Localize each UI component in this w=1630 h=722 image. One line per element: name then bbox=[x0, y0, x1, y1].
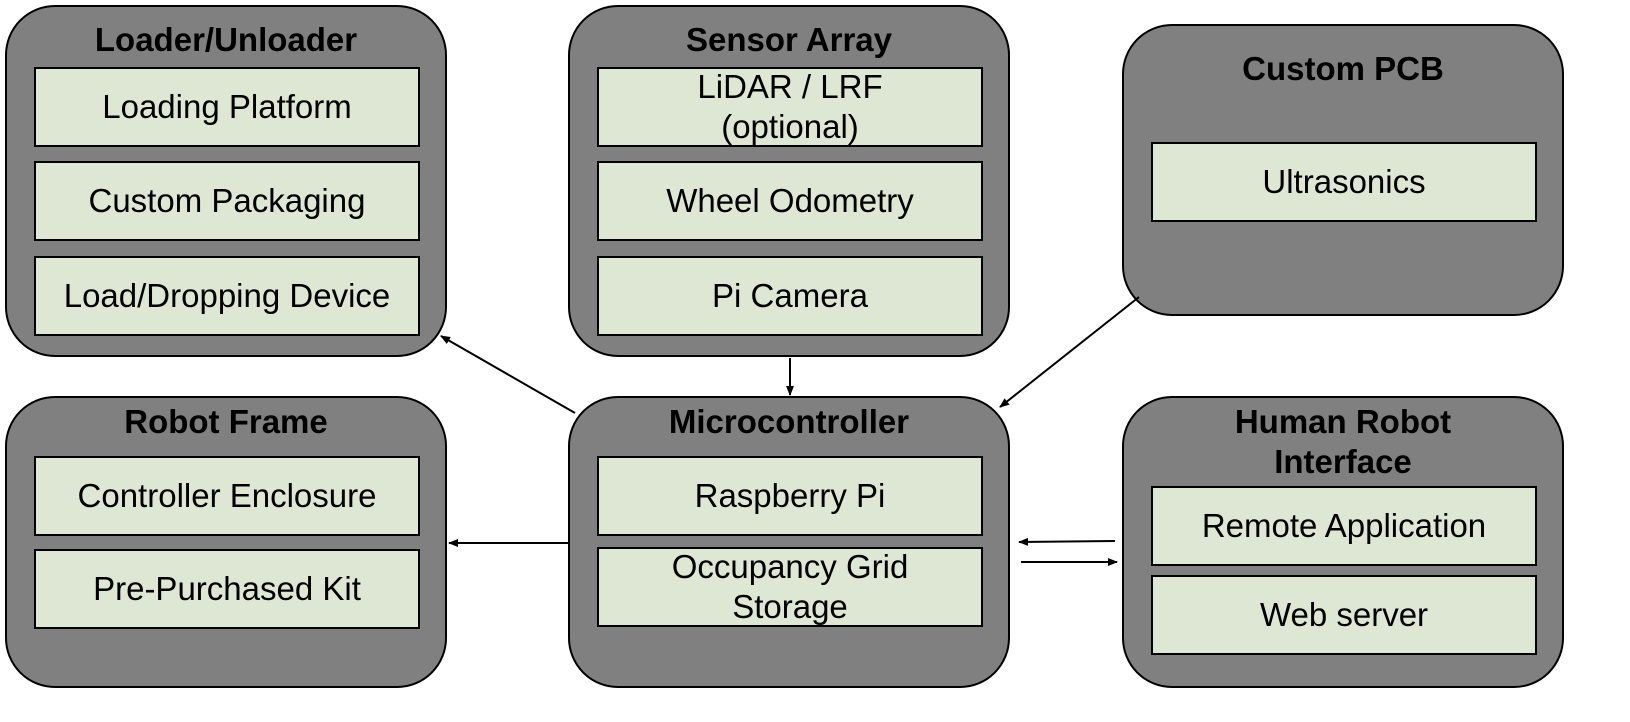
load-dropping-device-box: Load/Dropping Device bbox=[34, 256, 420, 336]
web-server-box: Web server bbox=[1151, 575, 1537, 655]
custom-packaging-box: Custom Packaging bbox=[34, 161, 420, 241]
occupancy-grid-storage-box: Occupancy Grid Storage bbox=[597, 547, 983, 627]
arrow-pcb-to-micro bbox=[999, 296, 1140, 408]
loader-unloader-title: Loader/Unloader bbox=[94, 21, 358, 58]
ultrasonics-box: Ultrasonics bbox=[1151, 142, 1537, 222]
custom-pcb-group: Custom PCB Ultrasonics bbox=[1122, 24, 1564, 316]
custom-pcb-title: Custom PCB bbox=[1242, 50, 1444, 87]
pre-purchased-kit-box: Pre-Purchased Kit bbox=[34, 549, 420, 629]
sensor-array-title: Sensor Array bbox=[685, 21, 893, 58]
loader-unloader-group: Loader/Unloader Loading Platform Custom … bbox=[5, 5, 447, 357]
robot-frame-title: Robot Frame bbox=[124, 403, 328, 440]
controller-enclosure-box: Controller Enclosure bbox=[34, 456, 420, 536]
remote-application-box: Remote Application bbox=[1151, 486, 1537, 566]
robot-frame-group: Robot Frame Controller Enclosure Pre-Pur… bbox=[5, 396, 447, 688]
arrow-hri-to-micro bbox=[1018, 537, 1116, 546]
human-robot-interface-group: Human Robot Interface Remote Application… bbox=[1122, 396, 1564, 688]
microcontroller-group: Microcontroller Raspberry Pi Occupancy G… bbox=[568, 396, 1010, 688]
raspberry-pi-box: Raspberry Pi bbox=[597, 456, 983, 536]
pi-camera-box: Pi Camera bbox=[597, 256, 983, 336]
arrow-micro-to-loader bbox=[440, 335, 576, 414]
microcontroller-title: Microcontroller bbox=[668, 403, 910, 440]
loading-platform-box: Loading Platform bbox=[34, 67, 420, 147]
human-robot-interface-title: Human Robot Interface bbox=[1234, 403, 1452, 480]
sensor-array-group: Sensor Array LiDAR / LRF (optional) Whee… bbox=[568, 5, 1010, 357]
wheel-odometry-box: Wheel Odometry bbox=[597, 161, 983, 241]
lidar-lrf-box: LiDAR / LRF (optional) bbox=[597, 67, 983, 147]
